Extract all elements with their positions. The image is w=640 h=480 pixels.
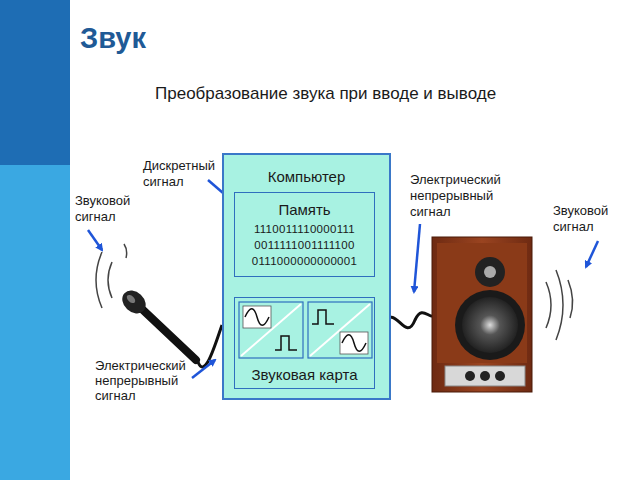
sound-card-box: Звуковая карта bbox=[234, 297, 375, 389]
dac-panel bbox=[308, 302, 372, 358]
signal-label: Дискретный сигнал bbox=[143, 158, 215, 190]
memory-box: Память 1110011110000111 0011111001111100 … bbox=[234, 192, 375, 277]
node-heading: Звуковая карта bbox=[252, 366, 358, 383]
adc-panel bbox=[239, 302, 303, 358]
signal-label: Звуковой сигнал bbox=[553, 203, 608, 235]
sound-waves-left bbox=[96, 244, 127, 308]
side-band bbox=[0, 0, 70, 480]
computer-box: КомпьютерПамять 1110011110000111 00111110… bbox=[222, 153, 391, 400]
signal-label: Электрический непрерывный сигнал bbox=[410, 172, 501, 220]
node-heading: Компьютер bbox=[224, 155, 389, 185]
microphone bbox=[118, 286, 222, 367]
subtitle: Преобразование звука при вводе и выводе bbox=[155, 84, 496, 104]
slide-title: Звук bbox=[80, 22, 146, 55]
node-body: 1110011110000111 0011111001111100 011100… bbox=[245, 221, 365, 269]
signal-label: Электрический непрерывный сигнал bbox=[95, 358, 186, 403]
node-heading: Память bbox=[278, 201, 330, 218]
speaker bbox=[432, 237, 532, 392]
signal-label: Звуковой сигнал bbox=[75, 193, 130, 225]
sound-waves-right bbox=[546, 270, 573, 340]
converter-icons bbox=[235, 298, 376, 362]
